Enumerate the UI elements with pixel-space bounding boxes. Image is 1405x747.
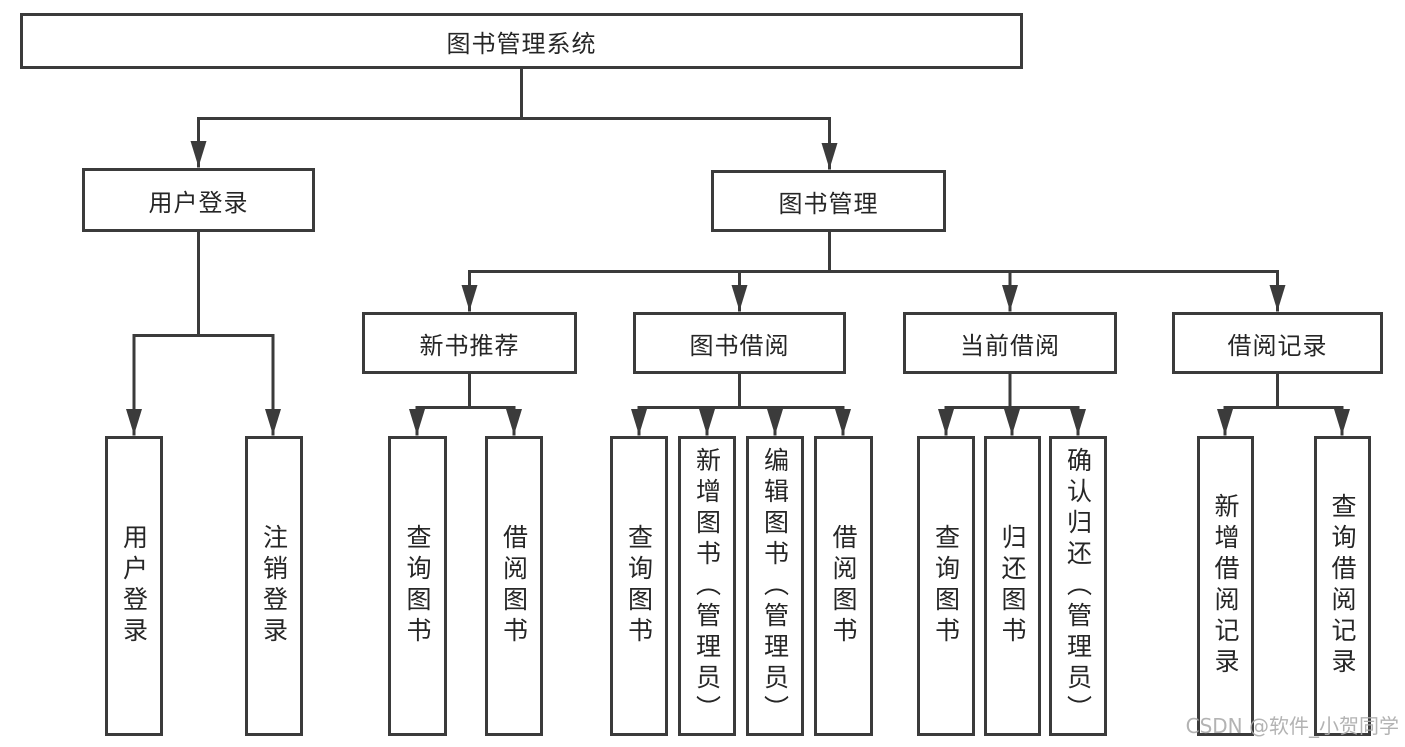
leaf-confirm-return-admin: 确认归还（管理员）: [1049, 436, 1107, 736]
leaf-add-book-admin: 新增图书（管理员）: [678, 436, 736, 736]
leaf-confirm-return-admin-label: 确认归还（管理员）: [1063, 446, 1093, 726]
leaf-query-borrow-record-label: 查询借阅记录: [1328, 493, 1357, 679]
leaf-user-login-label: 用户登录: [119, 524, 149, 648]
node-library-system-label: 图书管理系统: [446, 29, 597, 58]
node-user-login-label: 用户登录: [148, 188, 249, 217]
leaf-borrow-books-recommend: 借阅图书: [485, 436, 543, 736]
leaf-logout-label: 注销登录: [259, 524, 289, 648]
leaf-return-book: 归还图书: [984, 436, 1041, 736]
leaf-query-books-current-label: 查询图书: [931, 524, 961, 648]
leaf-logout: 注销登录: [245, 436, 303, 736]
leaf-edit-book-admin: 编辑图书（管理员）: [746, 436, 804, 736]
node-current-borrowing: 当前借阅: [903, 312, 1117, 374]
node-new-book-recommend-label: 新书推荐: [419, 331, 520, 360]
node-user-login: 用户登录: [82, 168, 315, 232]
node-book-management: 图书管理: [711, 170, 946, 232]
node-new-book-recommend: 新书推荐: [362, 312, 577, 374]
leaf-query-books-borrowing-label: 查询图书: [624, 524, 654, 648]
leaf-edit-book-admin-label: 编辑图书（管理员）: [760, 446, 790, 726]
node-book-borrowing-label: 图书借阅: [689, 331, 790, 360]
leaf-add-book-admin-label: 新增图书（管理员）: [692, 446, 722, 726]
node-book-management-label: 图书管理: [778, 189, 879, 218]
node-borrowing-records: 借阅记录: [1172, 312, 1383, 374]
leaf-borrow-books-borrowing: 借阅图书: [814, 436, 873, 736]
node-borrowing-records-label: 借阅记录: [1227, 331, 1328, 360]
leaf-add-borrow-record-label: 新增借阅记录: [1211, 493, 1240, 679]
leaf-query-books-recommend-label: 查询图书: [403, 524, 432, 648]
leaf-query-borrow-record: 查询借阅记录: [1314, 436, 1371, 736]
leaf-user-login: 用户登录: [105, 436, 163, 736]
leaf-query-books-recommend: 查询图书: [388, 436, 447, 736]
leaf-return-book-label: 归还图书: [998, 524, 1027, 648]
leaf-query-books-current: 查询图书: [917, 436, 975, 736]
leaf-query-books-borrowing: 查询图书: [610, 436, 668, 736]
leaf-add-borrow-record: 新增借阅记录: [1197, 436, 1254, 736]
node-book-borrowing: 图书借阅: [633, 312, 846, 374]
node-library-system: 图书管理系统: [20, 13, 1023, 69]
node-current-borrowing-label: 当前借阅: [960, 331, 1060, 360]
leaf-borrow-books-recommend-label: 借阅图书: [499, 524, 529, 648]
leaf-borrow-books-borrowing-label: 借阅图书: [829, 524, 858, 648]
csdn-watermark: CSDN @软件_小贺同学: [1185, 714, 1399, 738]
